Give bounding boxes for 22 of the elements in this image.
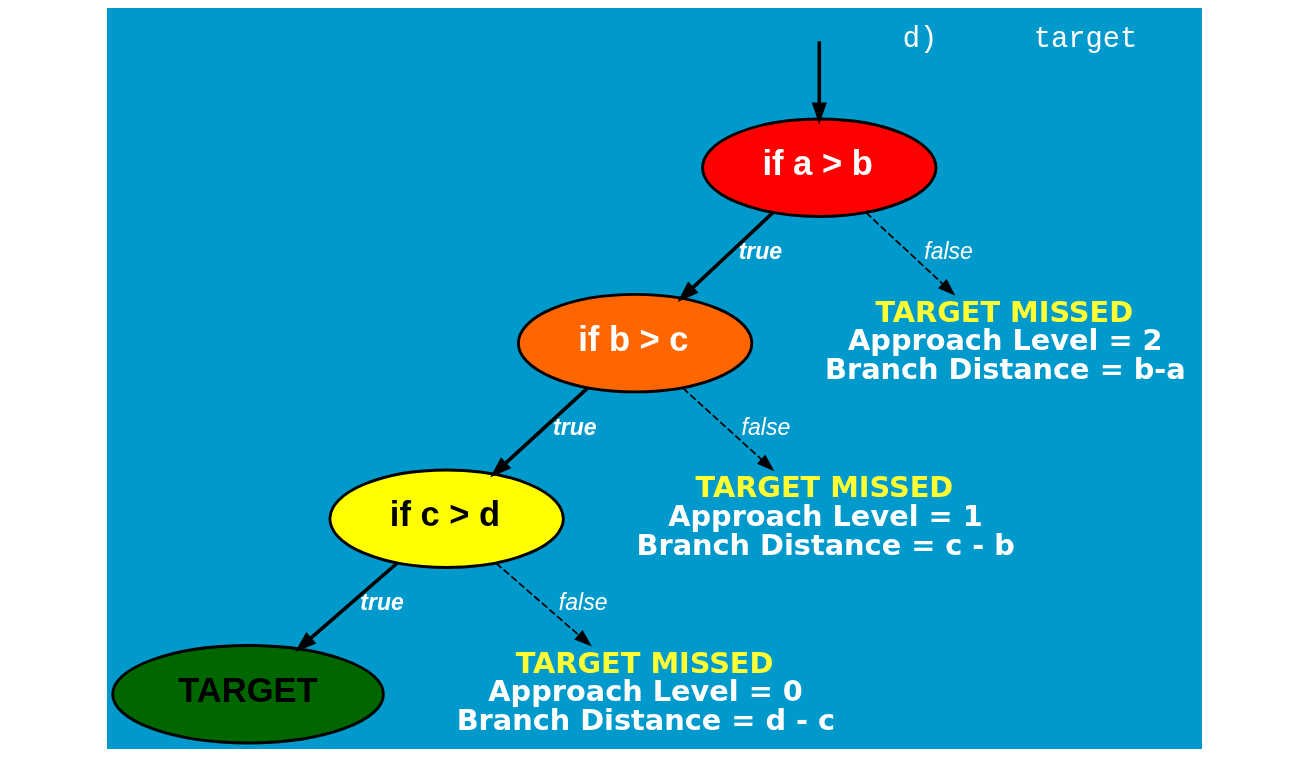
edge-label: false xyxy=(558,589,608,616)
arrow xyxy=(811,41,827,125)
node-text: TARGET MISSED Approach Level = 1 Branch Distance = c - b xyxy=(636,470,1015,562)
label: target xyxy=(1033,22,1138,56)
arrow xyxy=(682,387,775,472)
node-text: TARGET MISSED Approach Level = 0 Branch Distance = d - c xyxy=(456,645,836,738)
node-ellipse: if a > b xyxy=(701,117,938,218)
node-ellipse: TARGET xyxy=(111,644,385,745)
edge-label: true xyxy=(360,589,404,616)
node-ellipse: if b > c xyxy=(516,293,754,394)
node-text: TARGET MISSED Approach Level = 2 Branch Distance = b-a xyxy=(825,294,1186,387)
edge-label: true xyxy=(553,413,597,440)
node-ellipse: if c > d xyxy=(328,468,565,569)
label: d) xyxy=(902,22,938,56)
arrow xyxy=(294,561,399,652)
arrow xyxy=(677,211,775,302)
arrow xyxy=(865,211,956,296)
arrow xyxy=(495,562,592,647)
edge-label: false xyxy=(741,413,791,440)
edge-label: false xyxy=(924,238,973,265)
edge-label: true xyxy=(738,238,783,265)
arrow xyxy=(490,386,589,478)
